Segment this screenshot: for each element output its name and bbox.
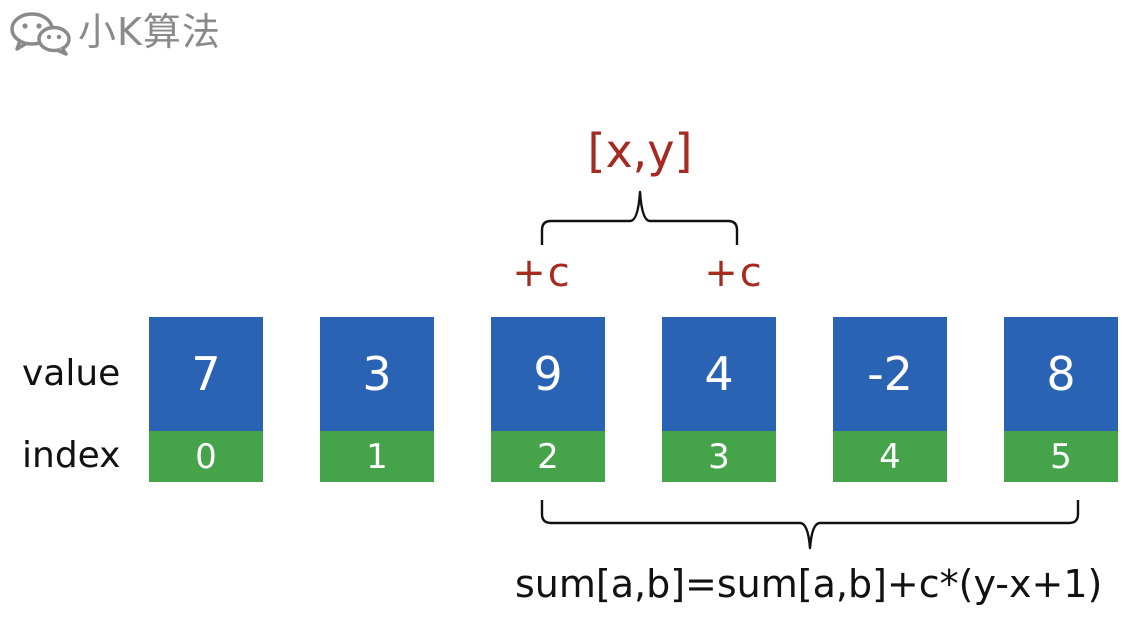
array-cell: 9 2 (491, 317, 605, 482)
array-cell: 3 1 (320, 317, 434, 482)
sum-brace (540, 500, 1080, 550)
array-cell: -2 4 (833, 317, 947, 482)
range-label: [x,y] (587, 124, 693, 178)
value-box: 4 (662, 317, 776, 431)
index-box: 2 (491, 431, 605, 482)
value-box: -2 (833, 317, 947, 431)
index-box: 5 (1004, 431, 1118, 482)
value-box: 7 (149, 317, 263, 431)
brand-name: 小K算法 (78, 10, 221, 54)
sum-formula: sum[a,b]=sum[a,b]+c*(y-x+1) (515, 562, 1103, 606)
wechat-icon (10, 12, 71, 56)
range-brace (540, 190, 739, 245)
value-row-label: value (22, 353, 121, 394)
index-row-label: index (22, 435, 121, 476)
array-cell: 4 3 (662, 317, 776, 482)
index-box: 0 (149, 431, 263, 482)
index-box: 4 (833, 431, 947, 482)
brand-header: 小K算法 (6, 8, 221, 56)
index-box: 1 (320, 431, 434, 482)
array-cell: 8 5 (1004, 317, 1118, 482)
value-box: 3 (320, 317, 434, 431)
value-box: 9 (491, 317, 605, 431)
value-box: 8 (1004, 317, 1118, 431)
array-cell: 7 0 (149, 317, 263, 482)
range-end-increment: +c (704, 250, 764, 296)
index-box: 3 (662, 431, 776, 482)
range-start-increment: +c (512, 250, 572, 296)
